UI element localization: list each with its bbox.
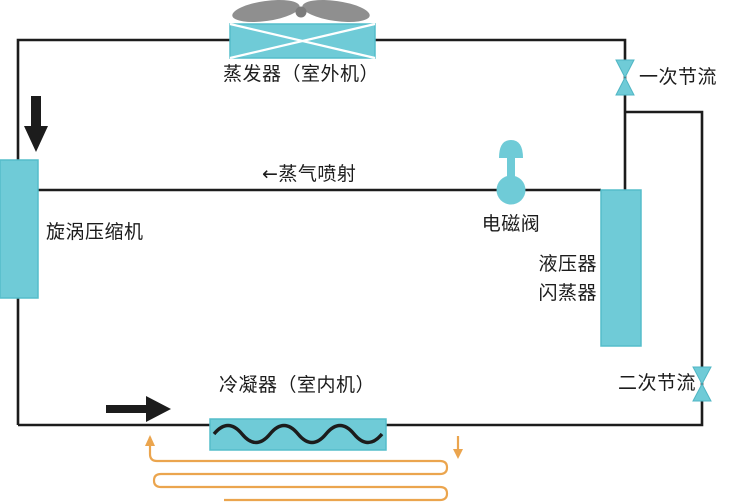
secondary-throttle-label: 二次节流 bbox=[618, 372, 697, 394]
coil-arrow-down-icon bbox=[453, 449, 463, 459]
condenser-label: 冷凝器（室内机） bbox=[218, 374, 375, 396]
primary-throttle-label: 一次节流 bbox=[639, 66, 718, 88]
secondary-throttle-valve-icon bbox=[692, 366, 712, 402]
heating-coil bbox=[148, 436, 460, 502]
evaporator-box bbox=[229, 22, 376, 60]
flow-arrow-right-icon bbox=[106, 396, 171, 422]
evaporator-label: 蒸发器（室外机） bbox=[222, 63, 379, 85]
condenser-wave-icon bbox=[212, 423, 384, 445]
compressor-label: 旋涡压缩机 bbox=[46, 221, 144, 243]
flash-tank-box bbox=[600, 189, 642, 347]
flow-arrows bbox=[24, 96, 171, 422]
flash-tank-label: 液压器 闪蒸器 bbox=[513, 250, 597, 308]
fan-icon bbox=[232, 0, 370, 22]
flash-tank-label-line2: 闪蒸器 bbox=[538, 282, 597, 304]
flash-tank-label-line1: 液压器 bbox=[538, 253, 597, 275]
solenoid-valve-label: 电磁阀 bbox=[481, 213, 541, 235]
flow-arrow-down-icon bbox=[24, 96, 48, 152]
primary-throttle-valve-icon bbox=[615, 59, 635, 96]
coil-arrow-up-icon bbox=[145, 435, 155, 446]
condenser-box bbox=[209, 418, 387, 451]
vapor-injection-label: ←蒸气喷射 bbox=[262, 163, 357, 185]
solenoid-valve-icon bbox=[496, 140, 526, 205]
coil-serpentine bbox=[148, 437, 449, 502]
compressor-box bbox=[0, 159, 39, 299]
evaporator-cross-icon bbox=[229, 22, 376, 60]
